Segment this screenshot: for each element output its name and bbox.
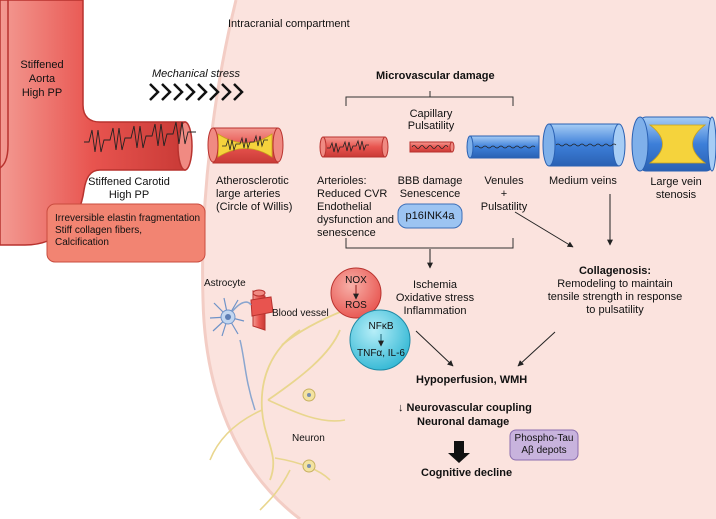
venule-vessel — [466, 135, 540, 159]
collagenosis-line-3: tensile strength in response — [547, 291, 683, 303]
tnf-label: TNFα, IL-6 — [356, 348, 405, 359]
ros-label: ROS — [345, 300, 367, 311]
large-vein-label: Large vein stenosis — [640, 176, 712, 202]
carotid-line-2: High PP — [108, 189, 150, 201]
bbb-line-1: BBB damage — [397, 175, 463, 187]
capillary-label: Capillary Pulsatility — [400, 108, 462, 132]
phospho-tau-box — [509, 429, 579, 461]
capillary-line-2: Pulsatility — [407, 120, 455, 132]
medium-veins-label: Medium veins — [549, 175, 617, 187]
p16-label: p16INK4a — [405, 210, 455, 222]
aorta-label: Stiffened Aorta High PP — [10, 58, 74, 100]
athero-line-3: (Circle of Willis) — [216, 201, 293, 213]
arterioles-line-1: Arterioles: — [317, 175, 367, 187]
neuron-label: Neuron — [292, 433, 325, 444]
bbb-line-2: Senescence — [399, 188, 461, 200]
athero-line-1: Atherosclerotic — [216, 175, 289, 187]
capillary-line-1: Capillary — [409, 108, 453, 120]
arterioles-line-4: dysfunction and — [317, 214, 395, 226]
intracranial-edge — [201, 0, 301, 519]
athero-line-2: large arteries — [216, 188, 281, 200]
large-vein-vessel — [631, 116, 716, 172]
athero-label: Atherosclerotic large arteries (Circle o… — [216, 175, 292, 214]
microvascular-damage-label: Microvascular damage — [376, 70, 495, 82]
neurovascular-label: ↓ Neurovascular coupling — [398, 402, 532, 414]
aorta-line-1: Stiffened — [20, 59, 64, 71]
arterioles-line-3: Endothelial — [317, 201, 372, 213]
venules-label: Venules + Pulsatility — [472, 175, 536, 214]
blood-vessel-label: Blood vessel — [272, 308, 329, 319]
aorta-line-3: High PP — [21, 87, 63, 99]
atherosclerotic-artery-vessel — [207, 127, 284, 164]
venules-line-2: + — [500, 188, 508, 200]
arrow-collagenosis-to-hypoperfusion — [517, 331, 556, 367]
neuronal-damage-label: Neuronal damage — [417, 416, 510, 428]
elastin-box — [46, 203, 206, 263]
collagenosis-line-4: to pulsatility — [586, 304, 644, 316]
ischemia-label: Ischemia Oxidative stress Inflammation — [385, 279, 485, 318]
mid-bracket — [345, 238, 514, 249]
aorta-line-2: Aorta — [28, 73, 56, 85]
carotid-line-1: Stiffened Carotid — [88, 176, 170, 188]
large-vein-line-1: Large vein — [650, 176, 702, 188]
nfkb-label: NFκB — [368, 321, 394, 332]
arrow-venules-to-collagenosis — [514, 211, 574, 248]
arteriole-vessel — [319, 136, 389, 158]
nfkb-circle — [349, 309, 411, 371]
mechanical-stress-label: Mechanical stress — [152, 68, 241, 80]
capillary-vessel — [409, 141, 455, 153]
p16-box — [397, 203, 463, 229]
ischemia-line-2: Oxidative stress — [395, 292, 475, 304]
arterioles-label: Arterioles: Reduced CVR Endothelial dysf… — [317, 175, 394, 240]
phospho-tau-text: Phospho-Tau Aβ depots — [510, 433, 578, 457]
elastin-line-3: Calcification — [55, 237, 109, 248]
mechanical-stress-chevrons — [149, 83, 244, 101]
phospho-tau-line-1: Phospho-Tau — [514, 433, 574, 444]
venules-line-3: Pulsatility — [480, 201, 528, 213]
elastin-line-1: Irreversible elastin fragmentation — [55, 213, 201, 224]
large-vein-line-2: stenosis — [655, 189, 697, 201]
neurovascular-illustration — [209, 289, 346, 511]
collagenosis-line-2: Remodeling to maintain — [557, 278, 673, 290]
ischemia-line-1: Ischemia — [412, 279, 458, 291]
elastin-box-text: Irreversible elastin fragmentation Stiff… — [55, 213, 200, 249]
nox-label: NOX — [345, 275, 367, 286]
collagenosis-title: Collagenosis: — [578, 265, 652, 277]
phospho-tau-line-2: Aβ depots — [521, 445, 567, 456]
carotid-label: Stiffened Carotid High PP — [74, 176, 184, 202]
medium-vein-vessel — [542, 123, 626, 167]
arterioles-line-2: Reduced CVR — [317, 188, 388, 200]
hypoperfusion-label: Hypoperfusion, WMH — [416, 374, 528, 386]
arrow-nfkb-to-hypoperfusion — [415, 330, 454, 367]
intracranial-label: Intracranial compartment — [228, 18, 350, 30]
arrow-to-cognitive-decline — [448, 441, 470, 463]
astrocyte-label: Astrocyte — [204, 278, 246, 289]
elastin-line-2: Stiff collagen fibers, — [55, 225, 143, 236]
bbb-label: BBB damage Senescence — [393, 175, 467, 201]
venules-line-1: Venules — [484, 175, 524, 187]
arterioles-line-5: senescence — [317, 227, 376, 239]
ischemia-line-3: Inflammation — [403, 305, 467, 317]
cognitive-decline-label: Cognitive decline — [421, 467, 513, 479]
collagenosis-label: Collagenosis: Remodeling to maintain ten… — [535, 265, 695, 317]
